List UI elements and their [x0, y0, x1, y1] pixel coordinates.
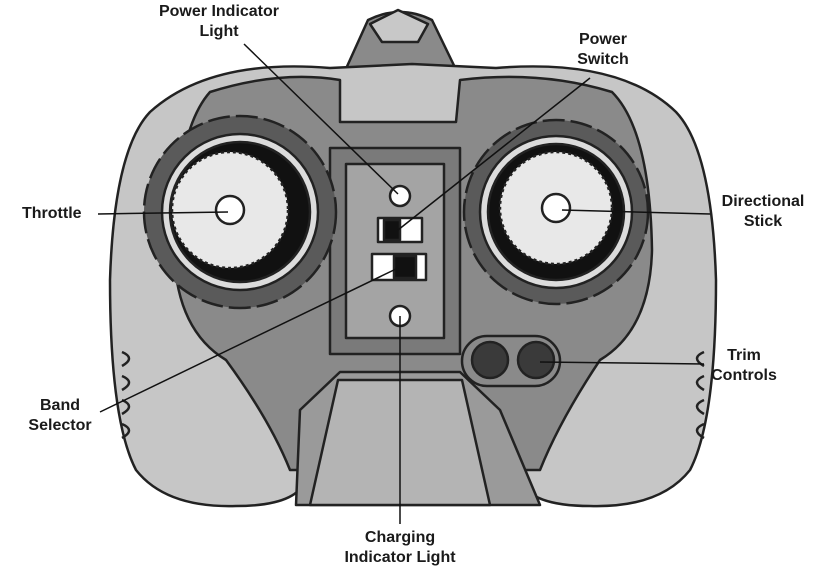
- label-line: Switch: [577, 51, 629, 68]
- directional-stick-hub: [540, 192, 572, 224]
- label-line: Stick: [743, 213, 783, 230]
- leader-trim: [539, 361, 705, 365]
- label-power-indicator-light: Power Indicator Light: [148, 2, 290, 42]
- label-band-selector: Band Selector: [18, 396, 102, 436]
- label-line: Directional: [721, 193, 805, 210]
- label-line: Throttle: [22, 205, 82, 222]
- power-switch-knob: [382, 218, 402, 242]
- label-throttle: Throttle: [22, 204, 82, 224]
- label-line: Band: [40, 397, 80, 414]
- label-line: Controls: [711, 367, 777, 384]
- label-line: Indicator Light: [344, 549, 456, 566]
- label-line: Selector: [28, 417, 92, 434]
- label-line: Charging: [364, 529, 436, 546]
- label-line: Trim: [727, 347, 761, 364]
- label-line: Light: [199, 23, 239, 40]
- throttle-stick-hub: [214, 194, 246, 226]
- label-directional-stick: Directional Stick: [712, 192, 814, 232]
- grip-ridges-left: [121, 350, 131, 440]
- label-charging-indicator-light: Charging Indicator Light: [330, 528, 470, 568]
- label-line: Power: [578, 31, 627, 48]
- trim-button-right: [516, 340, 556, 380]
- grip-ridges-right: [695, 350, 705, 440]
- band-selector-knob: [392, 254, 418, 280]
- label-power-switch: Power Switch: [560, 30, 646, 70]
- antenna-tip: [368, 8, 430, 44]
- leader-band-selector: [99, 267, 399, 413]
- label-line: Power Indicator: [158, 3, 280, 20]
- label-trim-controls: Trim Controls: [700, 346, 788, 386]
- leader-throttle: [97, 211, 229, 215]
- leader-power-switch: [397, 77, 591, 231]
- leader-directional: [561, 209, 711, 215]
- trim-button-left: [470, 340, 510, 380]
- leader-power-indicator: [243, 43, 399, 195]
